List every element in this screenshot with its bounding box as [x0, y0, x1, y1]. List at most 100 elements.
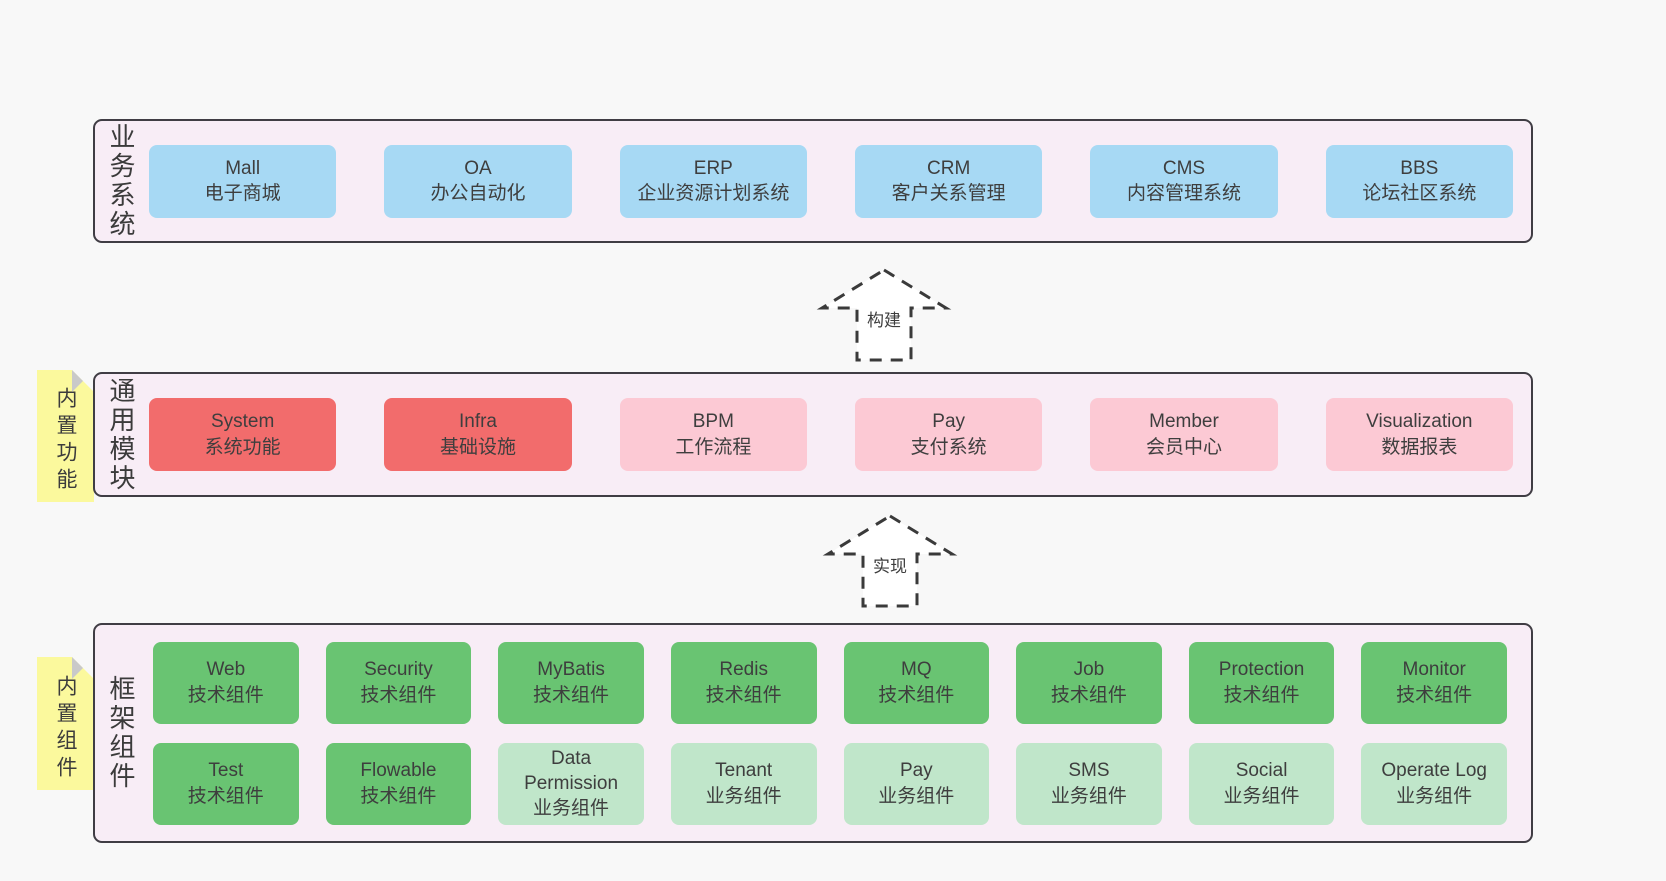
- note-label: 内置组件: [54, 674, 77, 783]
- box-title: CRM: [927, 157, 971, 179]
- box-flowable: Flowable 技术组件: [325, 742, 472, 825]
- box-title: Pay: [899, 760, 933, 782]
- box-title: Mall: [225, 157, 261, 179]
- box-pay-component: Pay 业务组件: [843, 742, 990, 825]
- box-subtitle: 企业资源计划系统: [637, 183, 790, 204]
- box-subtitle: 系统功能: [204, 436, 281, 458]
- box-title: OA: [464, 157, 492, 179]
- box-title: BPM: [692, 411, 734, 433]
- box-subtitle: 办公自动化: [430, 183, 526, 204]
- box-title: Tenant: [715, 760, 773, 782]
- box-sms: SMS 业务组件: [1016, 742, 1162, 825]
- box-system: System 系统功能: [149, 398, 337, 471]
- box-subtitle: 工作流程: [675, 436, 752, 458]
- box-web: Web 技术组件: [153, 641, 299, 724]
- arrow-label: 构建: [867, 311, 901, 330]
- box-subtitle: 技术组件: [533, 684, 610, 706]
- box-title: BBS: [1400, 157, 1439, 179]
- box-title: Data Permission: [524, 747, 619, 794]
- box-title: Member: [1149, 411, 1219, 433]
- box-title: Pay: [932, 411, 966, 433]
- box-subtitle: 内容管理系统: [1126, 183, 1241, 204]
- section-label-text: 通用模块: [106, 376, 136, 493]
- box-redis: Redis 技术组件: [670, 641, 817, 724]
- box-title: Web: [206, 659, 246, 681]
- box-oa: OA 办公自动化: [384, 144, 572, 218]
- box-title: Protection: [1218, 659, 1305, 681]
- box-security: Security 技术组件: [325, 641, 472, 724]
- box-erp: ERP 企业资源计划系统: [619, 144, 807, 218]
- box-subtitle: 业务组件: [1396, 785, 1473, 807]
- box-pay-module: Pay 支付系统: [854, 398, 1043, 471]
- box-crm: CRM 客户关系管理: [854, 144, 1043, 218]
- box-mybatis: MyBatis 技术组件: [498, 641, 644, 724]
- box-title: Flowable: [360, 760, 437, 782]
- box-title: MyBatis: [537, 659, 605, 681]
- arrow-up-icon: [822, 514, 958, 608]
- box-cms: CMS 内容管理系统: [1090, 144, 1278, 218]
- section-label-framework-components: 框架组件: [95, 625, 147, 841]
- box-monitor: Monitor 技术组件: [1361, 641, 1507, 724]
- box-title: Operate Log: [1381, 760, 1487, 782]
- box-test: Test 技术组件: [153, 742, 299, 825]
- section-business-systems: 业务系统 Mall 电子商城 OA 办公自动化 ERP 企业资源计划系统 CRM…: [93, 119, 1533, 243]
- box-bpm: BPM 工作流程: [619, 398, 807, 471]
- box-title: Job: [1073, 659, 1105, 681]
- section-common-modules: 通用模块 System 系统功能 Infra 基础设施 BPM 工作流程 Pay…: [93, 372, 1533, 497]
- box-subtitle: 技术组件: [187, 785, 264, 807]
- box-social: Social 业务组件: [1188, 742, 1335, 825]
- box-subtitle: 客户关系管理: [891, 183, 1006, 204]
- box-member: Member 会员中心: [1090, 398, 1278, 471]
- section-framework-components: 框架组件 Web 技术组件 Security 技术组件 MyBatis 技术组件…: [93, 623, 1533, 843]
- framework-components-grid: Web 技术组件 Security 技术组件 MyBatis 技术组件 Redi…: [147, 625, 1531, 841]
- box-title: Social: [1235, 760, 1288, 782]
- box-title: Visualization: [1366, 411, 1473, 433]
- box-mq: MQ 技术组件: [843, 641, 990, 724]
- box-title: Security: [364, 659, 433, 681]
- box-subtitle: 业务组件: [1050, 785, 1127, 807]
- box-infra: Infra 基础设施: [384, 398, 572, 471]
- box-title: Infra: [458, 411, 497, 433]
- box-title: SMS: [1068, 760, 1110, 782]
- sticky-note-builtin-components: 内置组件: [37, 657, 94, 790]
- box-subtitle: 会员中心: [1145, 436, 1222, 458]
- section-label-text: 框架组件: [106, 675, 136, 791]
- arrow-label: 实现: [873, 557, 907, 576]
- box-title: MQ: [901, 659, 932, 681]
- section-label-business-systems: 业务系统: [95, 121, 147, 241]
- box-mall: Mall 电子商城: [149, 144, 337, 218]
- box-subtitle: 技术组件: [1050, 684, 1127, 706]
- box-subtitle: 基础设施: [439, 436, 516, 458]
- box-subtitle: 技术组件: [1223, 684, 1300, 706]
- box-title: Test: [208, 760, 244, 782]
- box-subtitle: 技术组件: [1396, 684, 1473, 706]
- note-label: 内置功能: [54, 387, 77, 495]
- box-subtitle: 技术组件: [705, 684, 782, 706]
- box-title: Redis: [719, 659, 768, 681]
- box-data-permission: Data Permission 业务组件: [498, 742, 644, 825]
- common-modules-row: System 系统功能 Infra 基础设施 BPM 工作流程 Pay 支付系统…: [147, 374, 1531, 495]
- box-title: ERP: [693, 157, 733, 179]
- box-subtitle: 数据报表: [1381, 436, 1458, 458]
- box-subtitle: 业务组件: [1223, 785, 1300, 807]
- box-subtitle: 技术组件: [187, 684, 264, 706]
- box-subtitle: 业务组件: [878, 785, 955, 807]
- box-job: Job 技术组件: [1016, 641, 1162, 724]
- section-label-text: 业务系统: [106, 123, 136, 239]
- arrow-up-icon: [816, 268, 952, 362]
- box-title: Monitor: [1402, 659, 1466, 681]
- box-subtitle: 技术组件: [360, 785, 437, 807]
- box-subtitle: 支付系统: [910, 436, 987, 458]
- arrow-implement: 实现: [822, 514, 958, 608]
- box-subtitle: 业务组件: [533, 798, 610, 820]
- box-tenant: Tenant 业务组件: [670, 742, 817, 825]
- box-subtitle: 技术组件: [360, 684, 437, 706]
- sticky-note-builtin-features: 内置功能: [37, 370, 94, 502]
- box-title: System: [210, 411, 275, 433]
- box-subtitle: 业务组件: [705, 785, 782, 807]
- box-bbs: BBS 论坛社区系统: [1325, 144, 1513, 218]
- arrow-build: 构建: [816, 268, 952, 362]
- box-subtitle: 技术组件: [878, 684, 955, 706]
- note-fold-icon: [72, 370, 94, 392]
